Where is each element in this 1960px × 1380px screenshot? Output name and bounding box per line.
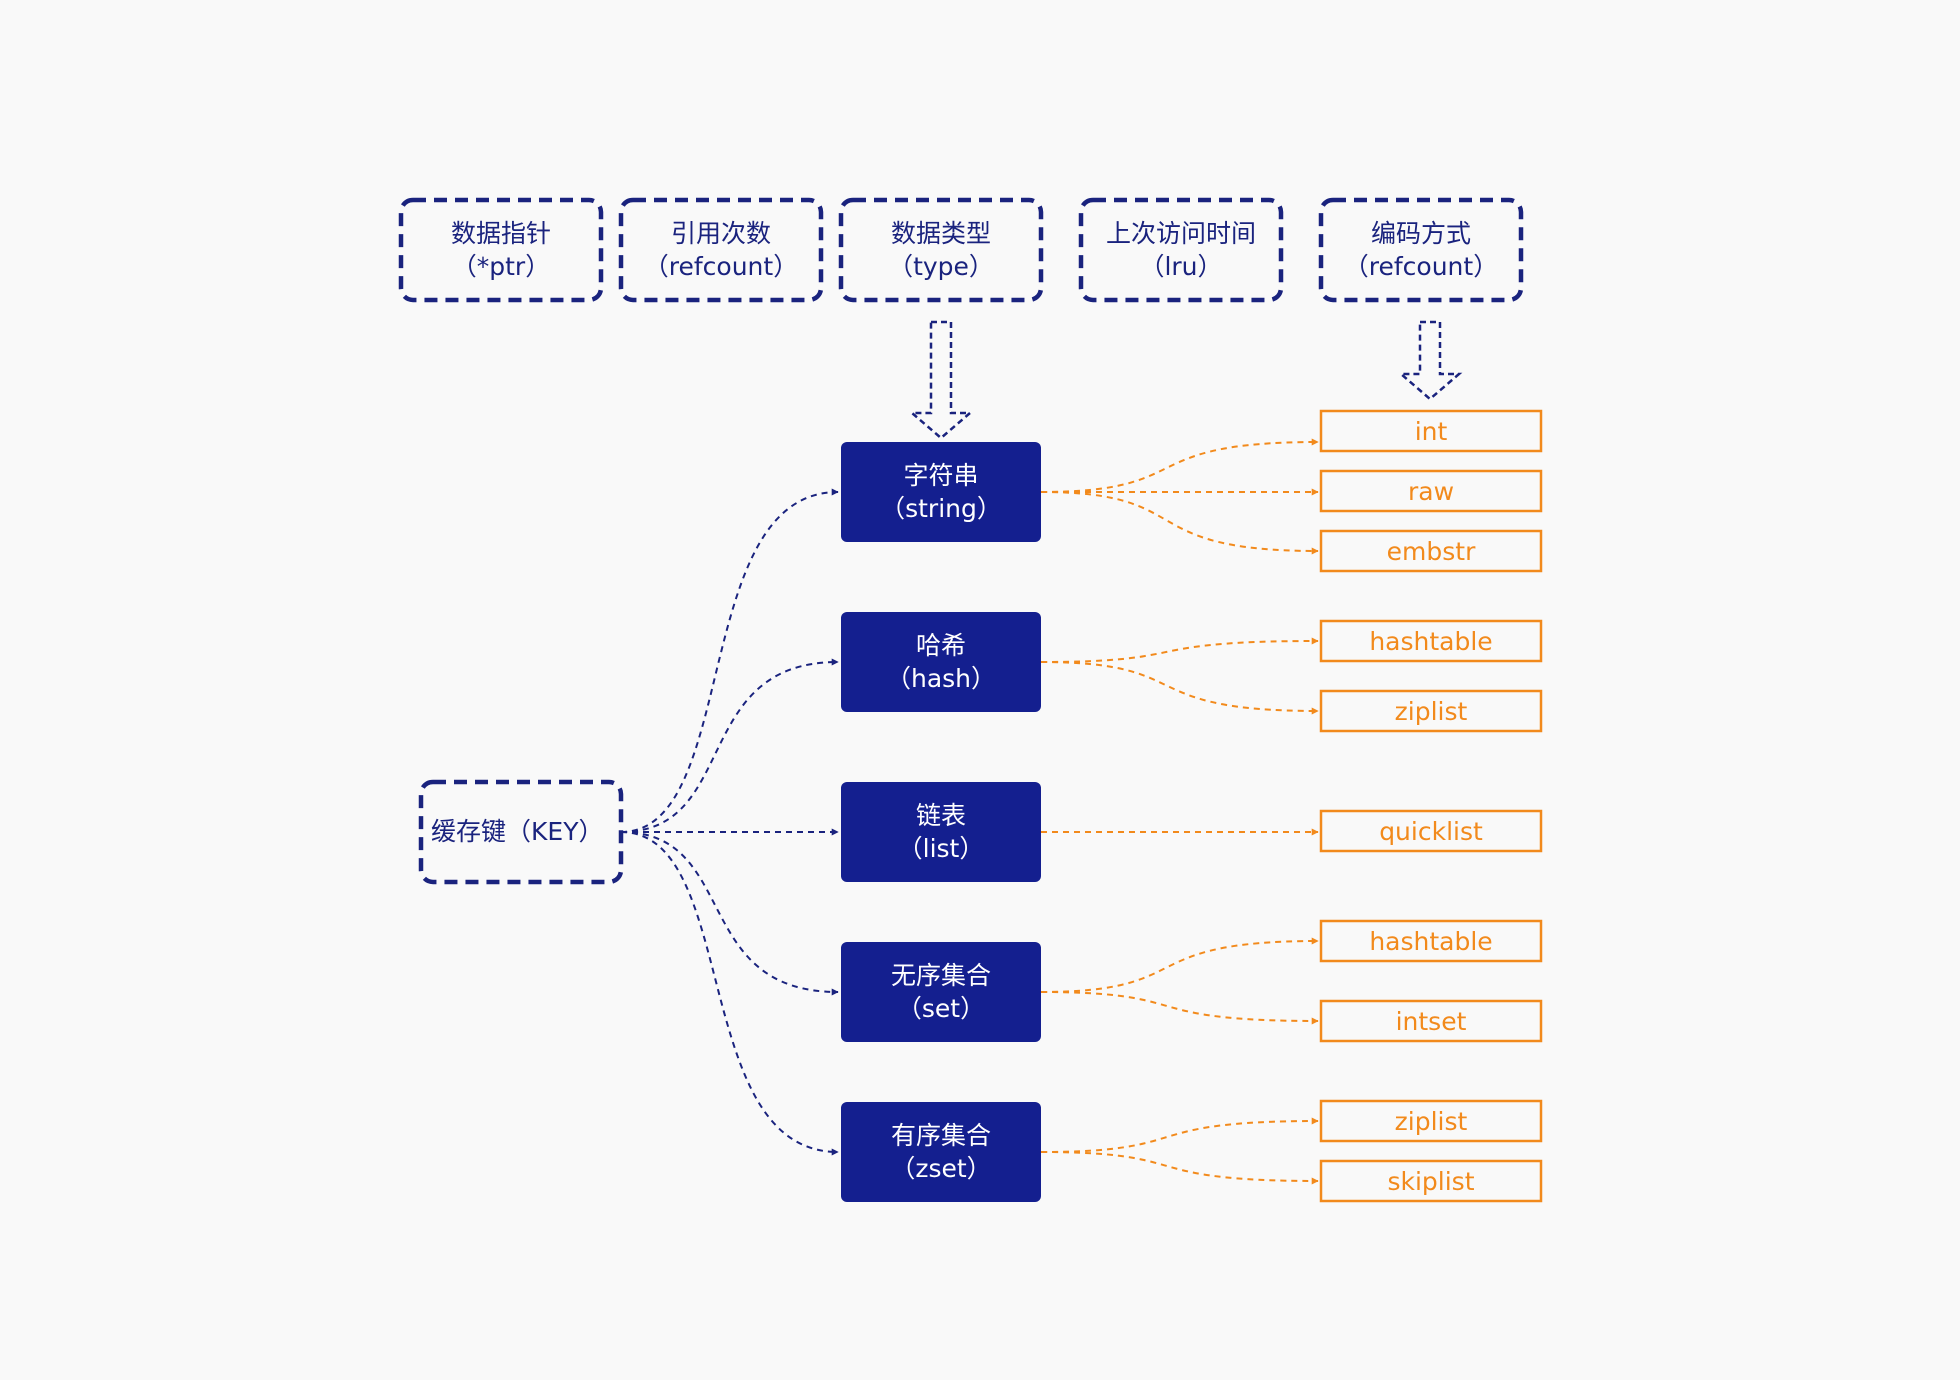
type-box-list: 链表 （list） <box>841 782 1041 882</box>
connector-string-int <box>1040 438 1319 493</box>
encoding-hash-hashtable-label: hashtable <box>1369 627 1492 656</box>
connector-key-hash <box>620 658 839 833</box>
connector-key-string <box>620 488 839 833</box>
field-type: 数据类型 （type） <box>838 197 1044 303</box>
type-zset-code: （zset） <box>890 1154 991 1183</box>
type-set-code: （set） <box>897 994 985 1023</box>
encoding-hash-ziplist-label: ziplist <box>1395 697 1468 726</box>
encoding-skiplist: skiplist <box>1319 1159 1543 1203</box>
encoding-zset-ziplist-label: ziplist <box>1395 1107 1468 1136</box>
type-box-zset: 有序集合 （zset） <box>841 1102 1041 1202</box>
field-ptr-code: （*ptr） <box>452 252 550 281</box>
encoding-int-label: int <box>1415 417 1448 446</box>
field-type-code: （type） <box>888 252 994 281</box>
encoding-skiplist-label: skiplist <box>1387 1167 1474 1196</box>
encoding-hash-ziplist: ziplist <box>1319 689 1543 733</box>
field-type-name: 数据类型 <box>891 219 991 248</box>
encoding-embstr: embstr <box>1319 529 1543 573</box>
field-ptr: 数据指针 （*ptr） <box>398 197 604 303</box>
field-lru-code: （lru） <box>1139 252 1222 281</box>
encoding-down-arrow-icon <box>1397 320 1463 401</box>
encoding-connectors <box>1040 438 1319 1185</box>
field-encoding: 编码方式 （refcount） <box>1318 197 1524 303</box>
encoding-intset: intset <box>1319 999 1543 1043</box>
encoding-set-hashtable: hashtable <box>1319 919 1543 963</box>
type-hash-code: （hash） <box>886 664 996 693</box>
type-down-arrow-icon <box>908 320 974 440</box>
type-list-name: 链表 <box>916 801 966 830</box>
type-zset-name: 有序集合 <box>891 1121 991 1150</box>
field-encoding-code: （refcount） <box>1344 252 1498 281</box>
connector-hash-ziplist <box>1040 661 1319 715</box>
type-set-name: 无序集合 <box>891 961 991 990</box>
field-encoding-name: 编码方式 <box>1371 219 1471 248</box>
cache-key-label: 缓存键（KEY） <box>431 817 603 846</box>
encoding-boxes: int raw embstr hashtable ziplist quickli… <box>1319 409 1543 1203</box>
field-lru-name: 上次访问时间 <box>1106 219 1256 248</box>
key-connectors <box>620 488 839 1156</box>
field-ptr-name: 数据指针 <box>451 219 551 248</box>
type-box-string: 字符串 （string） <box>841 442 1041 542</box>
connector-string-embstr <box>1040 491 1319 555</box>
encoding-set-hashtable-label: hashtable <box>1369 927 1492 956</box>
connector-key-zset <box>620 831 839 1156</box>
type-hash-name: 哈希 <box>916 631 966 660</box>
connector-hash-hashtable <box>1040 637 1319 663</box>
cache-key-box: 缓存键（KEY） <box>418 779 624 885</box>
object-fields-row: 数据指针 （*ptr） 引用次数 （refcount） 数据类型 （type） … <box>398 197 1524 303</box>
encoding-int: int <box>1319 409 1543 453</box>
field-refcount-code: （refcount） <box>644 252 798 281</box>
encoding-quicklist-label: quicklist <box>1379 817 1483 846</box>
encoding-quicklist: quicklist <box>1319 809 1543 853</box>
type-string-code: （string） <box>880 494 1002 523</box>
field-refcount-name: 引用次数 <box>671 219 771 248</box>
connector-zset-ziplist <box>1040 1117 1319 1153</box>
encoding-embstr-label: embstr <box>1387 537 1476 566</box>
connector-key-set <box>620 831 839 996</box>
type-box-set: 无序集合 （set） <box>841 942 1041 1042</box>
encoding-hash-hashtable: hashtable <box>1319 619 1543 663</box>
field-lru: 上次访问时间 （lru） <box>1078 197 1284 303</box>
encoding-intset-label: intset <box>1396 1007 1467 1036</box>
field-refcount: 引用次数 （refcount） <box>618 197 824 303</box>
connector-zset-skiplist <box>1040 1151 1319 1185</box>
connector-set-hashtable <box>1040 937 1319 993</box>
encoding-raw-label: raw <box>1408 477 1454 506</box>
type-box-hash: 哈希 （hash） <box>841 612 1041 712</box>
type-list-code: （list） <box>898 834 985 863</box>
type-string-name: 字符串 <box>903 461 978 490</box>
encoding-zset-ziplist: ziplist <box>1319 1099 1543 1143</box>
encoding-raw: raw <box>1319 469 1543 513</box>
connector-set-intset <box>1040 991 1319 1025</box>
